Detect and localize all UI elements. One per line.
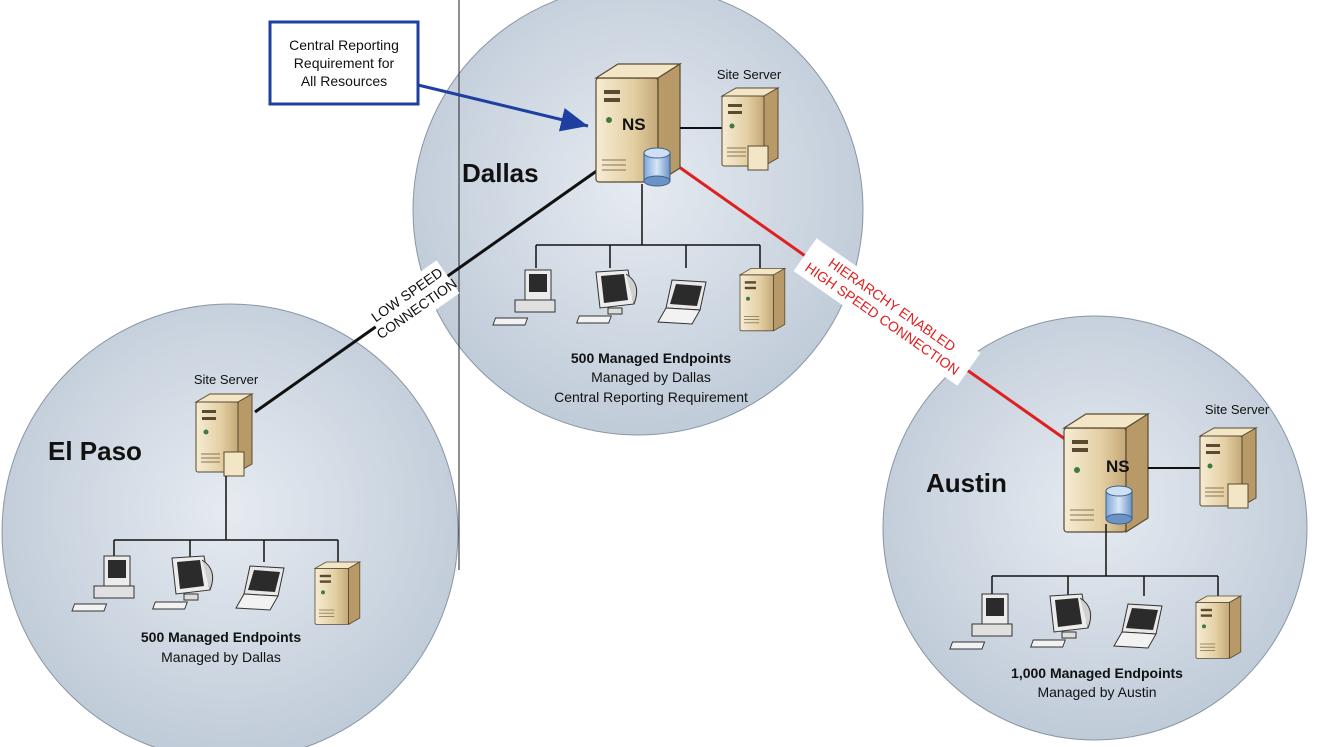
- el-paso-site-name: El Paso: [48, 436, 142, 466]
- callout-arrow: [417, 83, 589, 132]
- austin-site: NS Site Server Austin 1,000 Managed Endp…: [926, 402, 1270, 700]
- el-paso-site-circle: [1, 303, 459, 747]
- callout-box: [268, 20, 420, 106]
- dallas-endpoints: 500 Managed Endpoints: [571, 350, 731, 366]
- austin-endpoints: 1,000 Managed Endpoints: [1011, 665, 1183, 681]
- austin-ns-label: NS: [1106, 457, 1130, 476]
- dallas-endpoint-server-icon: [739, 267, 786, 332]
- dallas-site-server-label: Site Server: [717, 67, 782, 82]
- el-paso-site-server-storage-icon: [223, 451, 245, 477]
- dallas-managed-by: Managed by Dallas: [591, 369, 711, 385]
- el-paso-managed-by: Managed by Dallas: [161, 649, 281, 665]
- callout-line-3: All Resources: [301, 73, 387, 89]
- dallas-site-name: Dallas: [462, 158, 539, 188]
- austin-managed-by: Managed by Austin: [1037, 684, 1156, 700]
- dallas-site-server-storage-icon: [747, 145, 769, 171]
- el-paso-site: Site Server El Paso 500 Managed Endpoint…: [48, 372, 361, 665]
- callout-line-2: Requirement for: [294, 55, 395, 71]
- austin-site-server-storage-icon: [1227, 483, 1249, 509]
- callout-line-1: Central Reporting: [289, 37, 399, 53]
- el-paso-endpoint-server-icon: [314, 561, 361, 625]
- dallas-ns-label: NS: [622, 115, 646, 134]
- austin-site-server-label: Site Server: [1205, 402, 1270, 417]
- dallas-database-icon: [643, 147, 671, 187]
- austin-endpoint-server-icon: [1195, 595, 1242, 659]
- el-paso-site-server-label: Site Server: [194, 372, 259, 387]
- el-paso-endpoints: 500 Managed Endpoints: [141, 629, 301, 645]
- dallas-site: NS Site Server Dallas 500 Managed Endpoi…: [462, 63, 786, 405]
- austin-site-name: Austin: [926, 468, 1007, 498]
- dallas-requirement: Central Reporting Requirement: [554, 389, 748, 405]
- austin-database-icon: [1105, 485, 1133, 525]
